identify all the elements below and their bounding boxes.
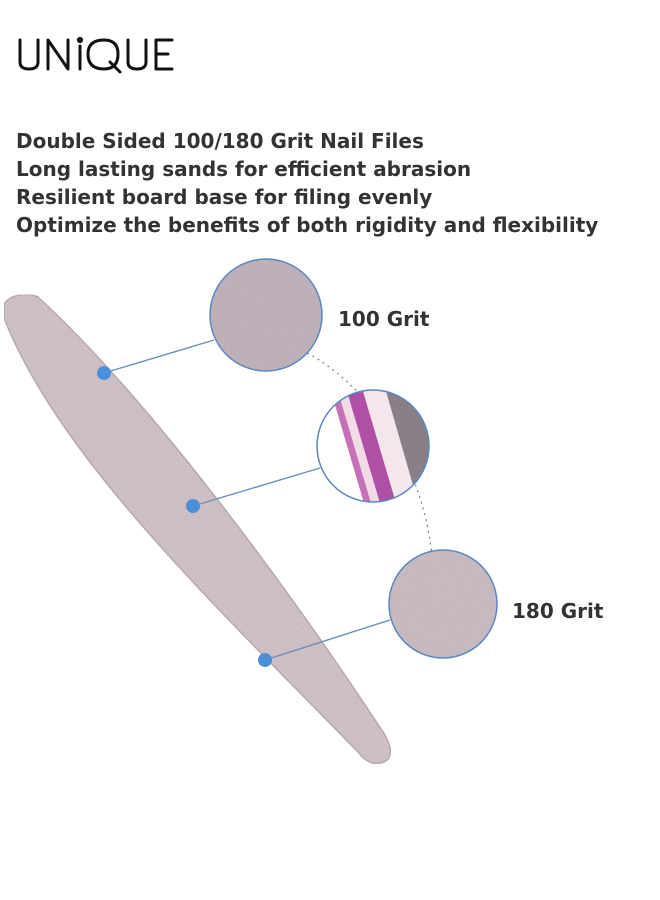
leader-line-180: [264, 619, 391, 661]
marker-dot-180: [258, 653, 272, 667]
zoom-180-grit: [388, 549, 498, 659]
feature-line-4: Optimize the benefits of both rigidity a…: [16, 213, 599, 237]
brand-logo: [18, 36, 174, 74]
marker-dot-core: [186, 499, 200, 513]
feature-line-1: Double Sided 100/180 Grit Nail Files: [16, 129, 424, 153]
marker-dot-100: [97, 366, 111, 380]
feature-line-3: Resilient board base for filing evenly: [16, 185, 433, 209]
label-100-grit: 100 Grit: [338, 307, 430, 331]
leader-line-100: [103, 339, 215, 374]
connector-arc: [301, 349, 433, 556]
zoom-core-layers: [316, 389, 430, 503]
feature-line-2: Long lasting sands for efficient abrasio…: [16, 157, 472, 181]
label-180-grit: 180 Grit: [512, 599, 604, 623]
leader-line-core: [192, 467, 321, 507]
nail-file: [3, 293, 392, 765]
zoom-100-grit: [209, 258, 323, 372]
